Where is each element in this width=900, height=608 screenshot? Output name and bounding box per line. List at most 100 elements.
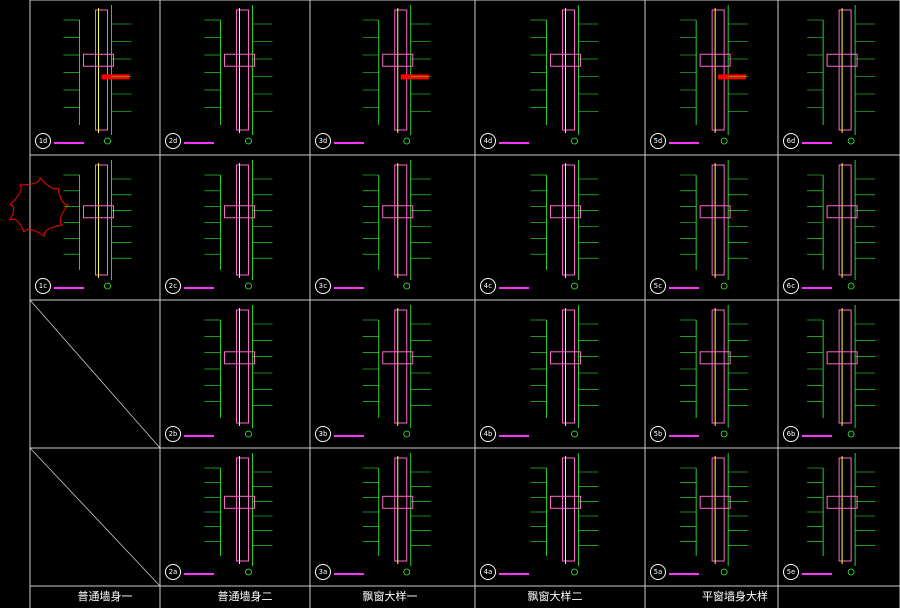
detail-tag: 4d xyxy=(480,133,496,149)
ledge-section xyxy=(382,351,414,365)
wall-section xyxy=(711,164,725,276)
detail-caption-mark xyxy=(499,573,529,575)
axis-bubble xyxy=(571,568,578,576)
column-title-4: 飘窗大样二 xyxy=(527,590,583,603)
column-title-5: 平窗墙身大样 xyxy=(702,590,768,603)
wall-section xyxy=(236,309,249,424)
ledge-section xyxy=(826,205,858,219)
slab-waterproof xyxy=(400,74,429,80)
axis-bubble xyxy=(403,430,411,438)
slab-waterproof xyxy=(718,74,747,80)
detail-caption-mark xyxy=(54,287,84,289)
wall-section xyxy=(562,309,575,424)
detail-caption-mark xyxy=(334,435,364,437)
detail-tag: 4c xyxy=(480,278,496,294)
wall-section xyxy=(394,164,408,276)
ledge-section xyxy=(550,205,581,219)
ledge-section xyxy=(699,495,731,509)
ledge-section xyxy=(83,205,114,219)
axis-bubble xyxy=(403,282,411,290)
detail-caption-mark xyxy=(54,142,84,144)
detail-caption-mark xyxy=(184,573,214,575)
wall-section xyxy=(838,164,852,276)
ledge-section xyxy=(83,53,114,67)
ledge-section xyxy=(826,53,858,67)
detail-tag: 3b xyxy=(315,426,331,442)
axis-bubble xyxy=(104,282,111,290)
detail-caption-mark xyxy=(802,142,832,144)
detail-caption-mark xyxy=(334,287,364,289)
detail-tag: 2a xyxy=(165,564,181,580)
detail-tag: 2b xyxy=(165,426,181,442)
empty-cell-diagonal xyxy=(29,447,161,587)
wall-section xyxy=(838,457,852,562)
ledge-section xyxy=(550,351,581,365)
wall-section xyxy=(394,457,408,562)
axis-bubble xyxy=(571,430,578,438)
detail-caption-mark xyxy=(669,573,699,575)
axis-bubble xyxy=(245,282,252,290)
ledge-section xyxy=(550,53,581,67)
detail-tag: 4b xyxy=(480,426,496,442)
wall-section xyxy=(838,309,852,424)
ledge-section xyxy=(826,351,858,365)
wall-section xyxy=(236,457,249,562)
axis-bubble xyxy=(245,430,252,438)
wall-section xyxy=(236,9,249,131)
axis-bubble xyxy=(571,137,578,145)
ledge-section xyxy=(224,495,255,509)
ledge-section xyxy=(382,205,414,219)
wall-section xyxy=(95,164,108,276)
wall-section xyxy=(394,309,408,424)
axis-bubble xyxy=(403,568,411,576)
detail-tag: 1d xyxy=(35,133,51,149)
detail-tag: 4a xyxy=(480,564,496,580)
detail-tag: 5a xyxy=(650,564,666,580)
axis-bubble xyxy=(104,137,111,145)
detail-tag: 6b xyxy=(783,426,799,442)
ledge-section xyxy=(224,205,255,219)
ledge-section xyxy=(550,495,581,509)
axis-bubble xyxy=(847,430,855,438)
detail-caption-mark xyxy=(669,142,699,144)
detail-tag: 3a xyxy=(315,564,331,580)
detail-tag: 1c xyxy=(35,278,51,294)
wall-section xyxy=(711,9,725,131)
ledge-section xyxy=(224,53,255,67)
ledge-section xyxy=(382,53,414,67)
axis-bubble xyxy=(720,430,728,438)
ledge-section xyxy=(224,351,255,365)
wall-section xyxy=(95,9,108,131)
axis-bubble xyxy=(245,568,252,576)
column-title-2: 普通墙身二 xyxy=(217,590,273,603)
detail-caption-mark xyxy=(184,435,214,437)
detail-caption-mark xyxy=(499,142,529,144)
column-title-1: 普通墙身一 xyxy=(77,590,133,603)
axis-bubble xyxy=(571,282,578,290)
wall-section xyxy=(562,457,575,562)
detail-tag: 3d xyxy=(315,133,331,149)
detail-caption-mark xyxy=(334,573,364,575)
detail-tag: 3c xyxy=(315,278,331,294)
detail-caption-mark xyxy=(802,573,832,575)
wall-section xyxy=(562,9,575,131)
axis-bubble xyxy=(847,137,855,145)
detail-caption-mark xyxy=(499,435,529,437)
axis-bubble xyxy=(847,282,855,290)
detail-caption-mark xyxy=(802,287,832,289)
detail-tag: 5e xyxy=(783,564,799,580)
ledge-section xyxy=(382,495,414,509)
detail-tag: 5c xyxy=(650,278,666,294)
detail-caption-mark xyxy=(184,142,214,144)
column-title-3: 飘窗大样一 xyxy=(362,590,418,603)
axis-bubble xyxy=(720,568,728,576)
detail-tag: 2d xyxy=(165,133,181,149)
slab-waterproof xyxy=(101,74,130,80)
detail-tag: 2c xyxy=(165,278,181,294)
axis-bubble xyxy=(245,137,252,145)
wall-section xyxy=(394,9,408,131)
ledge-section xyxy=(699,351,731,365)
wall-section xyxy=(711,457,725,562)
detail-caption-mark xyxy=(669,287,699,289)
